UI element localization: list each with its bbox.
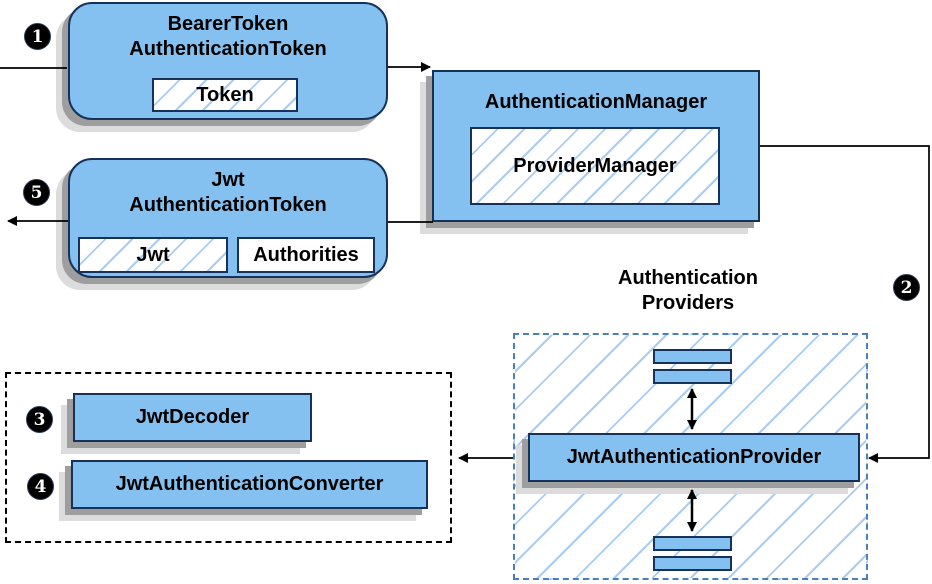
jwt-chip-label: Jwt: [136, 243, 170, 266]
authentication-manager-title: AuthenticationManager: [484, 91, 708, 113]
token-chip-label: Token: [196, 83, 254, 106]
jwt-authentication-provider-node: JwtAuthenticationProvider: [528, 433, 860, 482]
jwt-authentication-converter-label: JwtAuthenticationConverter: [115, 473, 384, 495]
token-chip: Token: [152, 78, 298, 112]
decoder-converter-group: [5, 372, 452, 543]
authentication-providers-heading-line2: Providers: [641, 292, 735, 314]
provider-placeholder-bar-top-2: [653, 369, 732, 384]
jwt-token-title-line1: Jwt: [211, 169, 245, 191]
authentication-providers-heading: Authentication Providers: [533, 266, 843, 316]
bearer-token-title-line2: AuthenticationToken: [129, 38, 327, 60]
jwt-authentication-converter-node: JwtAuthenticationConverter: [71, 460, 428, 509]
bearer-token-title-line1: BearerToken: [167, 13, 289, 35]
bearer-token-authentication-token-node: BearerToken AuthenticationToken Token: [68, 2, 388, 120]
bearer-token-title: BearerToken AuthenticationToken: [70, 12, 386, 62]
authorities-chip-label: Authorities: [253, 243, 359, 266]
provider-manager-chip: ProviderManager: [470, 127, 720, 205]
jwt-decoder-node: JwtDecoder: [73, 393, 312, 442]
authorities-chip: Authorities: [237, 237, 375, 273]
jwt-authentication-token-node: Jwt AuthenticationToken Jwt Authorities: [68, 158, 388, 278]
jwt-token-title: Jwt AuthenticationToken: [70, 168, 386, 218]
provider-placeholder-bar-top-1: [653, 349, 732, 364]
provider-placeholder-bar-bottom-2: [653, 556, 732, 571]
step-3-badge: 3: [26, 406, 53, 433]
provider-manager-chip-label: ProviderManager: [513, 154, 677, 177]
provider-placeholder-bar-bottom-1: [653, 536, 732, 551]
step-5-badge: 5: [23, 179, 50, 206]
step-1-badge: 1: [24, 23, 51, 50]
jwt-decoder-label: JwtDecoder: [135, 406, 250, 428]
jwt-chip: Jwt: [78, 237, 228, 273]
jwt-token-title-line2: AuthenticationToken: [129, 194, 327, 216]
step-2-badge: 2: [893, 274, 920, 301]
authentication-manager-node: AuthenticationManager ProviderManager: [432, 70, 760, 222]
authentication-providers-heading-line1: Authentication: [618, 267, 758, 289]
jwt-authentication-provider-label: JwtAuthenticationProvider: [566, 446, 822, 468]
step-4-badge: 4: [27, 473, 54, 500]
